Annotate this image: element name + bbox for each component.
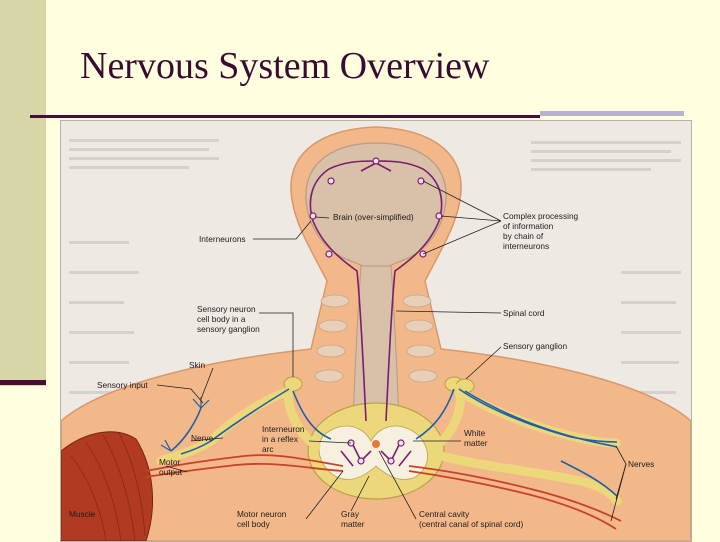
label-nerve: Nerve — [191, 433, 214, 443]
label-spinal-cord: Spinal cord — [503, 308, 545, 318]
label-muscle: Muscle — [69, 509, 96, 519]
brain-shape — [305, 142, 447, 272]
slide-side-band — [0, 0, 46, 386]
label-skin: Skin — [189, 360, 206, 370]
sensory-neurons — [170, 388, 618, 497]
slide-title: Nervous System Overview — [80, 45, 490, 87]
label-motor-neuron-cell-body: Motor neuron cell body — [237, 509, 289, 529]
vertebrae — [314, 294, 438, 383]
nervous-system-diagram: Brain (over-simplified) Complex processi… — [61, 126, 691, 541]
background-text-texture — [69, 139, 681, 424]
label-motor-output: Motor output — [159, 457, 183, 477]
nerve-right-lower — [436, 451, 622, 506]
label-gray-matter: Gray matter — [341, 509, 365, 529]
label-complex-processing: Complex processing of information by cha… — [503, 211, 580, 251]
slide-side-accent — [0, 380, 46, 385]
spinal-cord-section — [307, 402, 445, 500]
label-interneuron-reflex-arc: Interneuron in a reflex arc — [262, 424, 307, 454]
nervous-system-figure: Brain (over-simplified) Complex processi… — [60, 120, 692, 542]
label-white-matter: White matter — [464, 428, 488, 448]
label-interneurons: Interneurons — [199, 234, 246, 244]
label-brain: Brain (over-simplified) — [333, 212, 414, 222]
muscle-fibers — [70, 432, 146, 541]
label-sensory-neuron-cell-body: Sensory neuron cell body in a sensory ga… — [197, 304, 260, 334]
label-sensory-ganglion: Sensory ganglion — [503, 341, 568, 351]
label-central-cavity: Central cavity (central canal of spinal … — [419, 509, 523, 529]
label-nerves: Nerves — [628, 459, 654, 469]
spinal-cord-shape — [352, 265, 400, 422]
muscle-shape — [61, 431, 153, 541]
title-rule-accent — [540, 111, 684, 116]
motor-neurons — [145, 454, 622, 530]
title-rule — [30, 115, 540, 118]
leader-lines — [156, 180, 627, 522]
label-sensory-input: Sensory input — [97, 380, 148, 390]
